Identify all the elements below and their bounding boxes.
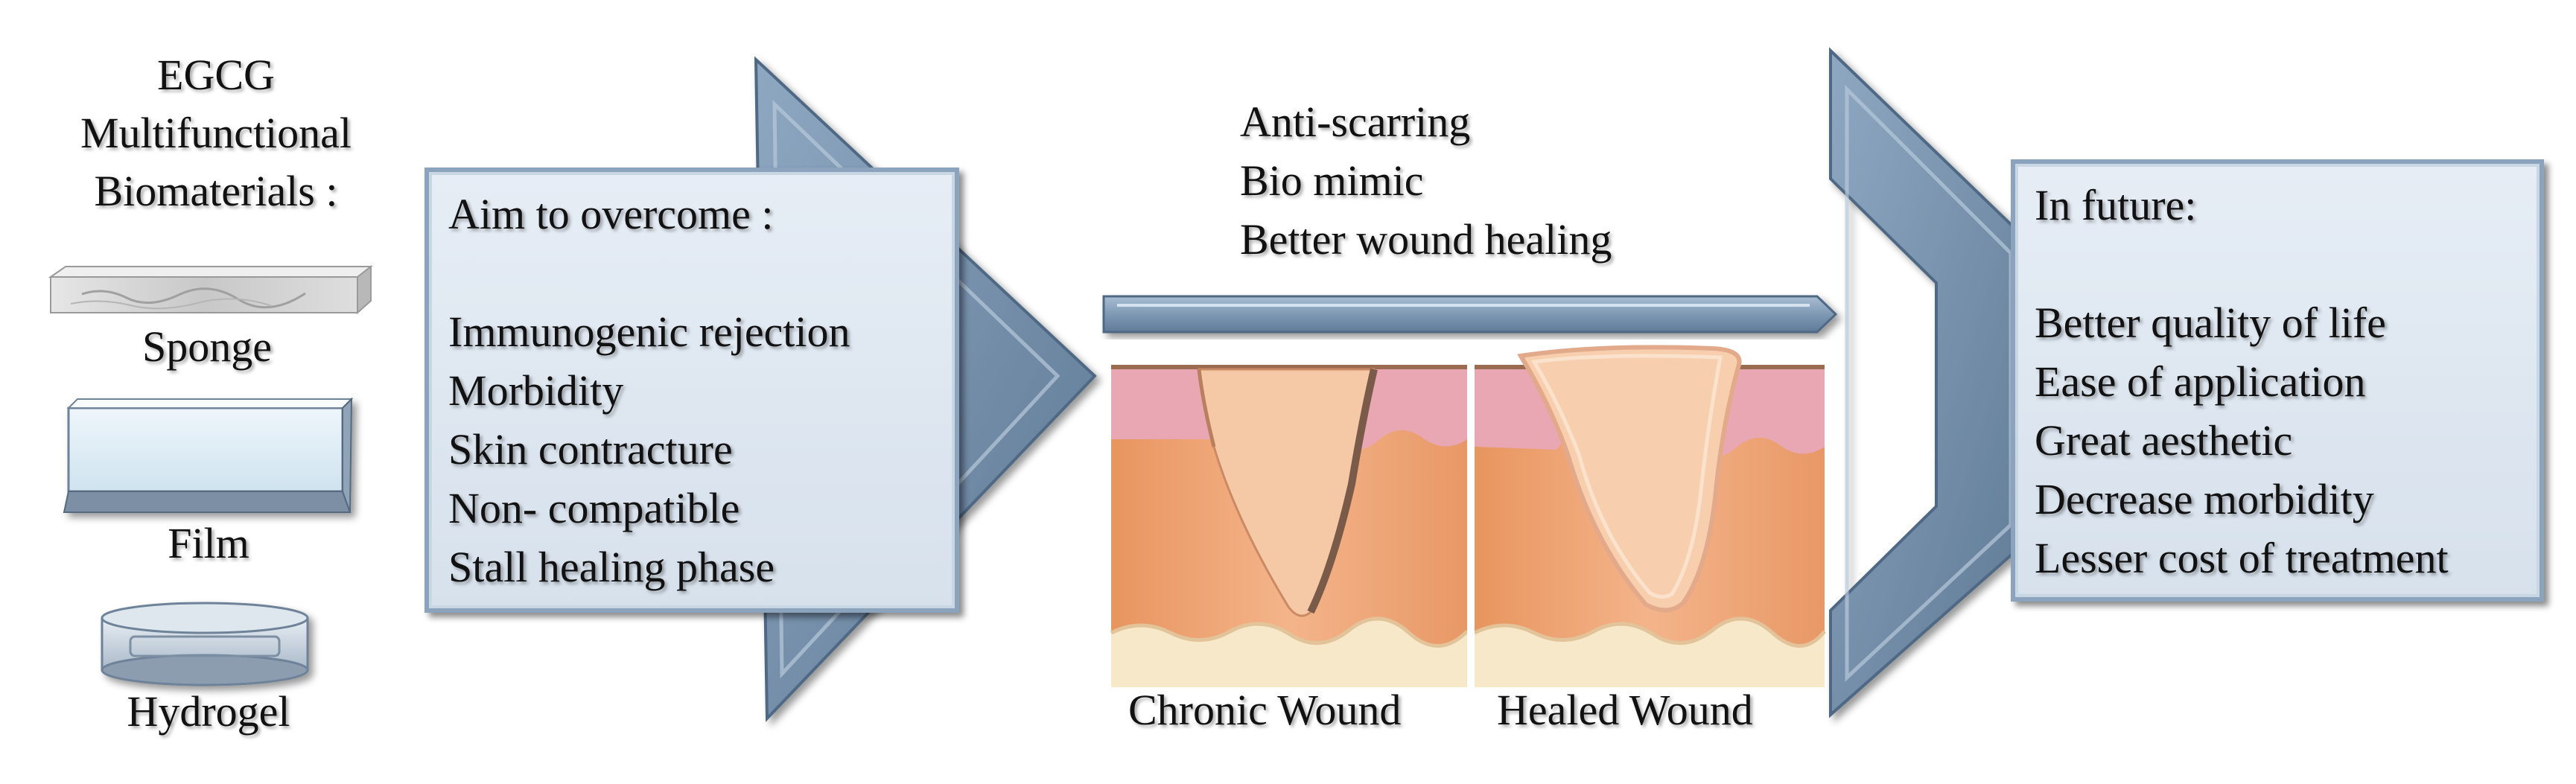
- future-item: Ease of application: [2035, 357, 2366, 406]
- film-icon: [63, 397, 354, 513]
- bar-arrow: [1102, 295, 1838, 334]
- future-item: Lesser cost of treatment: [2035, 534, 2449, 582]
- chevron-arrow-2: [1829, 47, 2038, 718]
- future-box-text: In future: Better quality of life Ease o…: [2035, 176, 2449, 587]
- overcome-box: [424, 168, 959, 613]
- benefit-item: Bio mimic: [1240, 156, 1424, 205]
- future-heading: In future:: [2035, 181, 2197, 229]
- future-box: [2011, 159, 2544, 602]
- sponge-icon: [48, 264, 373, 315]
- hydrogel-icon: [101, 602, 309, 686]
- benefit-item: Anti-scarring: [1240, 98, 1471, 146]
- overcome-box-text: Aim to overcome : Immunogenic rejection …: [448, 185, 850, 596]
- overcome-heading: Aim to overcome :: [448, 190, 774, 238]
- overcome-item: Skin contracture: [448, 425, 733, 474]
- overcome-item: Morbidity: [448, 366, 624, 415]
- material-label-sponge: Sponge: [142, 322, 272, 371]
- overcome-item: Non- compatible: [448, 484, 740, 532]
- future-item: Great aesthetic: [2035, 416, 2293, 465]
- overcome-item: Immunogenic rejection: [448, 307, 850, 356]
- biomaterials-title: EGCG Multifunctional Biomaterials :: [45, 46, 387, 220]
- material-label-hydrogel: Hydrogel: [127, 687, 290, 736]
- wound-divider: [1467, 367, 1475, 687]
- future-item: Decrease morbidity: [2035, 475, 2374, 523]
- material-label-film: Film: [168, 519, 249, 567]
- healed-wound-label: Healed Wound: [1497, 686, 1753, 734]
- future-item: Better quality of life: [2035, 299, 2386, 347]
- overcome-item: Stall healing phase: [448, 543, 775, 591]
- title-line: Multifunctional: [80, 109, 352, 157]
- chronic-wound-label: Chronic Wound: [1128, 686, 1402, 734]
- healed-wound-illustration: [1473, 345, 1826, 687]
- title-line: Biomaterials :: [94, 167, 338, 215]
- benefit-item: Better wound healing: [1240, 215, 1612, 264]
- chronic-wound-illustration: [1110, 365, 1469, 687]
- benefits-list: Anti-scarring Bio mimic Better wound hea…: [1240, 92, 1612, 269]
- title-line: EGCG: [157, 51, 275, 99]
